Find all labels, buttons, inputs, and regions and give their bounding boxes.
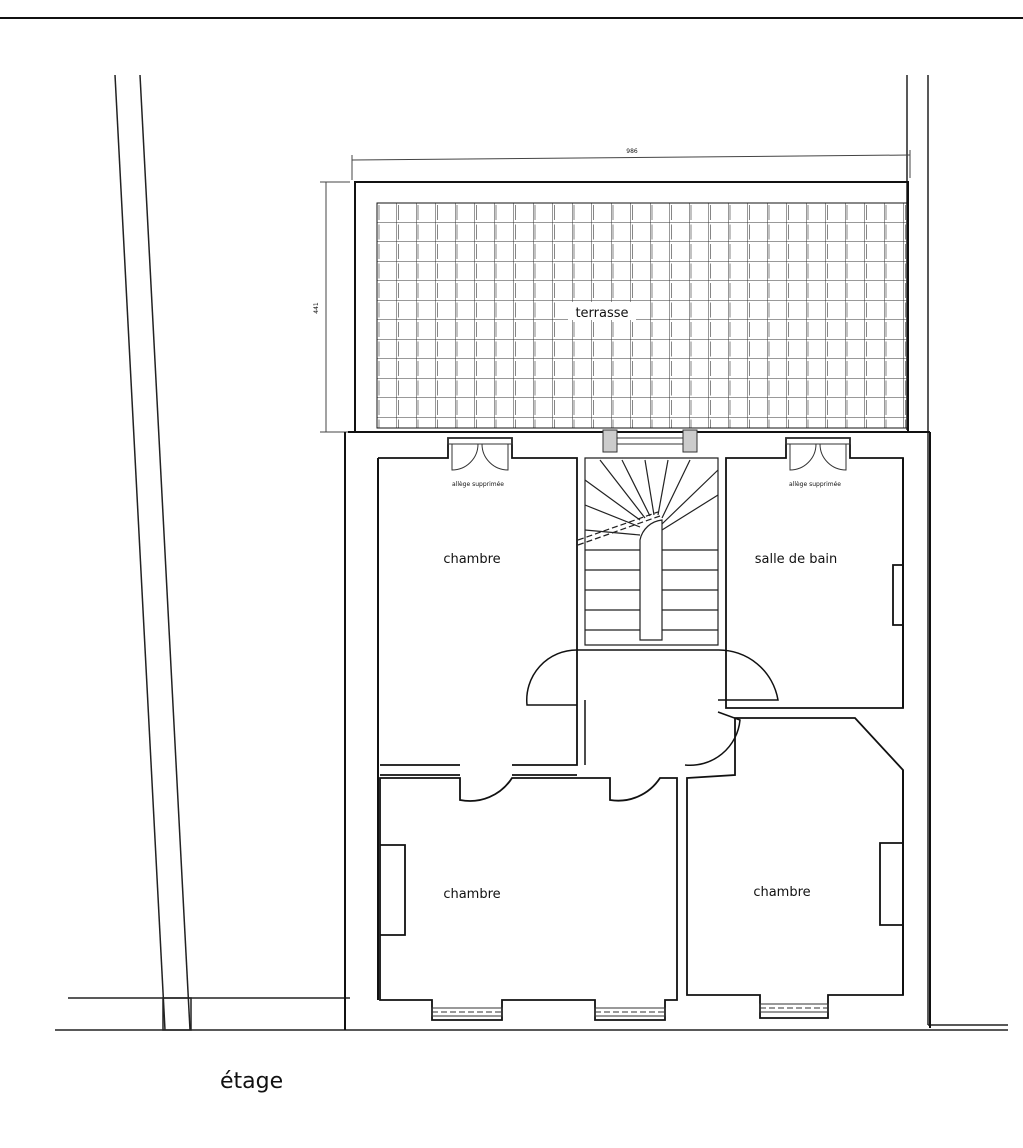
- window-door-top-left: [447, 437, 513, 471]
- room-bathroom: [725, 437, 904, 709]
- room-label-bathroom: salle de bain: [755, 552, 838, 567]
- stair-window: [602, 429, 698, 453]
- ground-line: [55, 997, 1008, 1031]
- room-bedroom-bottom-right: [686, 717, 904, 1019]
- room-label-bedroom-top-left: chambre: [443, 552, 500, 567]
- terrace: [354, 181, 909, 433]
- exterior-walls: [344, 431, 931, 1030]
- staircase: [577, 457, 719, 646]
- dimension-depth-label: 441: [313, 302, 320, 314]
- room-label-bedroom-bottom-right: chambre: [753, 885, 810, 900]
- window-door-bathroom: [785, 437, 851, 471]
- dimension-width-label: 986: [626, 148, 638, 155]
- room-bedroom-top-left: [378, 437, 578, 776]
- annotation-allege-left: allège supprimée: [452, 481, 504, 488]
- room-bedroom-bottom-left: [379, 777, 678, 1021]
- neighbour-wall-left: [114, 74, 191, 1031]
- neighbour-wall-right: [906, 75, 929, 1025]
- room-label-terrace: terrasse: [575, 306, 628, 321]
- plan-title: étage: [220, 1069, 283, 1094]
- landing: [526, 649, 779, 767]
- room-label-bedroom-bottom-left: chambre: [443, 887, 500, 902]
- bottom-windows: [431, 1003, 829, 1017]
- dimension-lines: [320, 150, 911, 433]
- annotation-allege-right: allège supprimée: [789, 481, 841, 488]
